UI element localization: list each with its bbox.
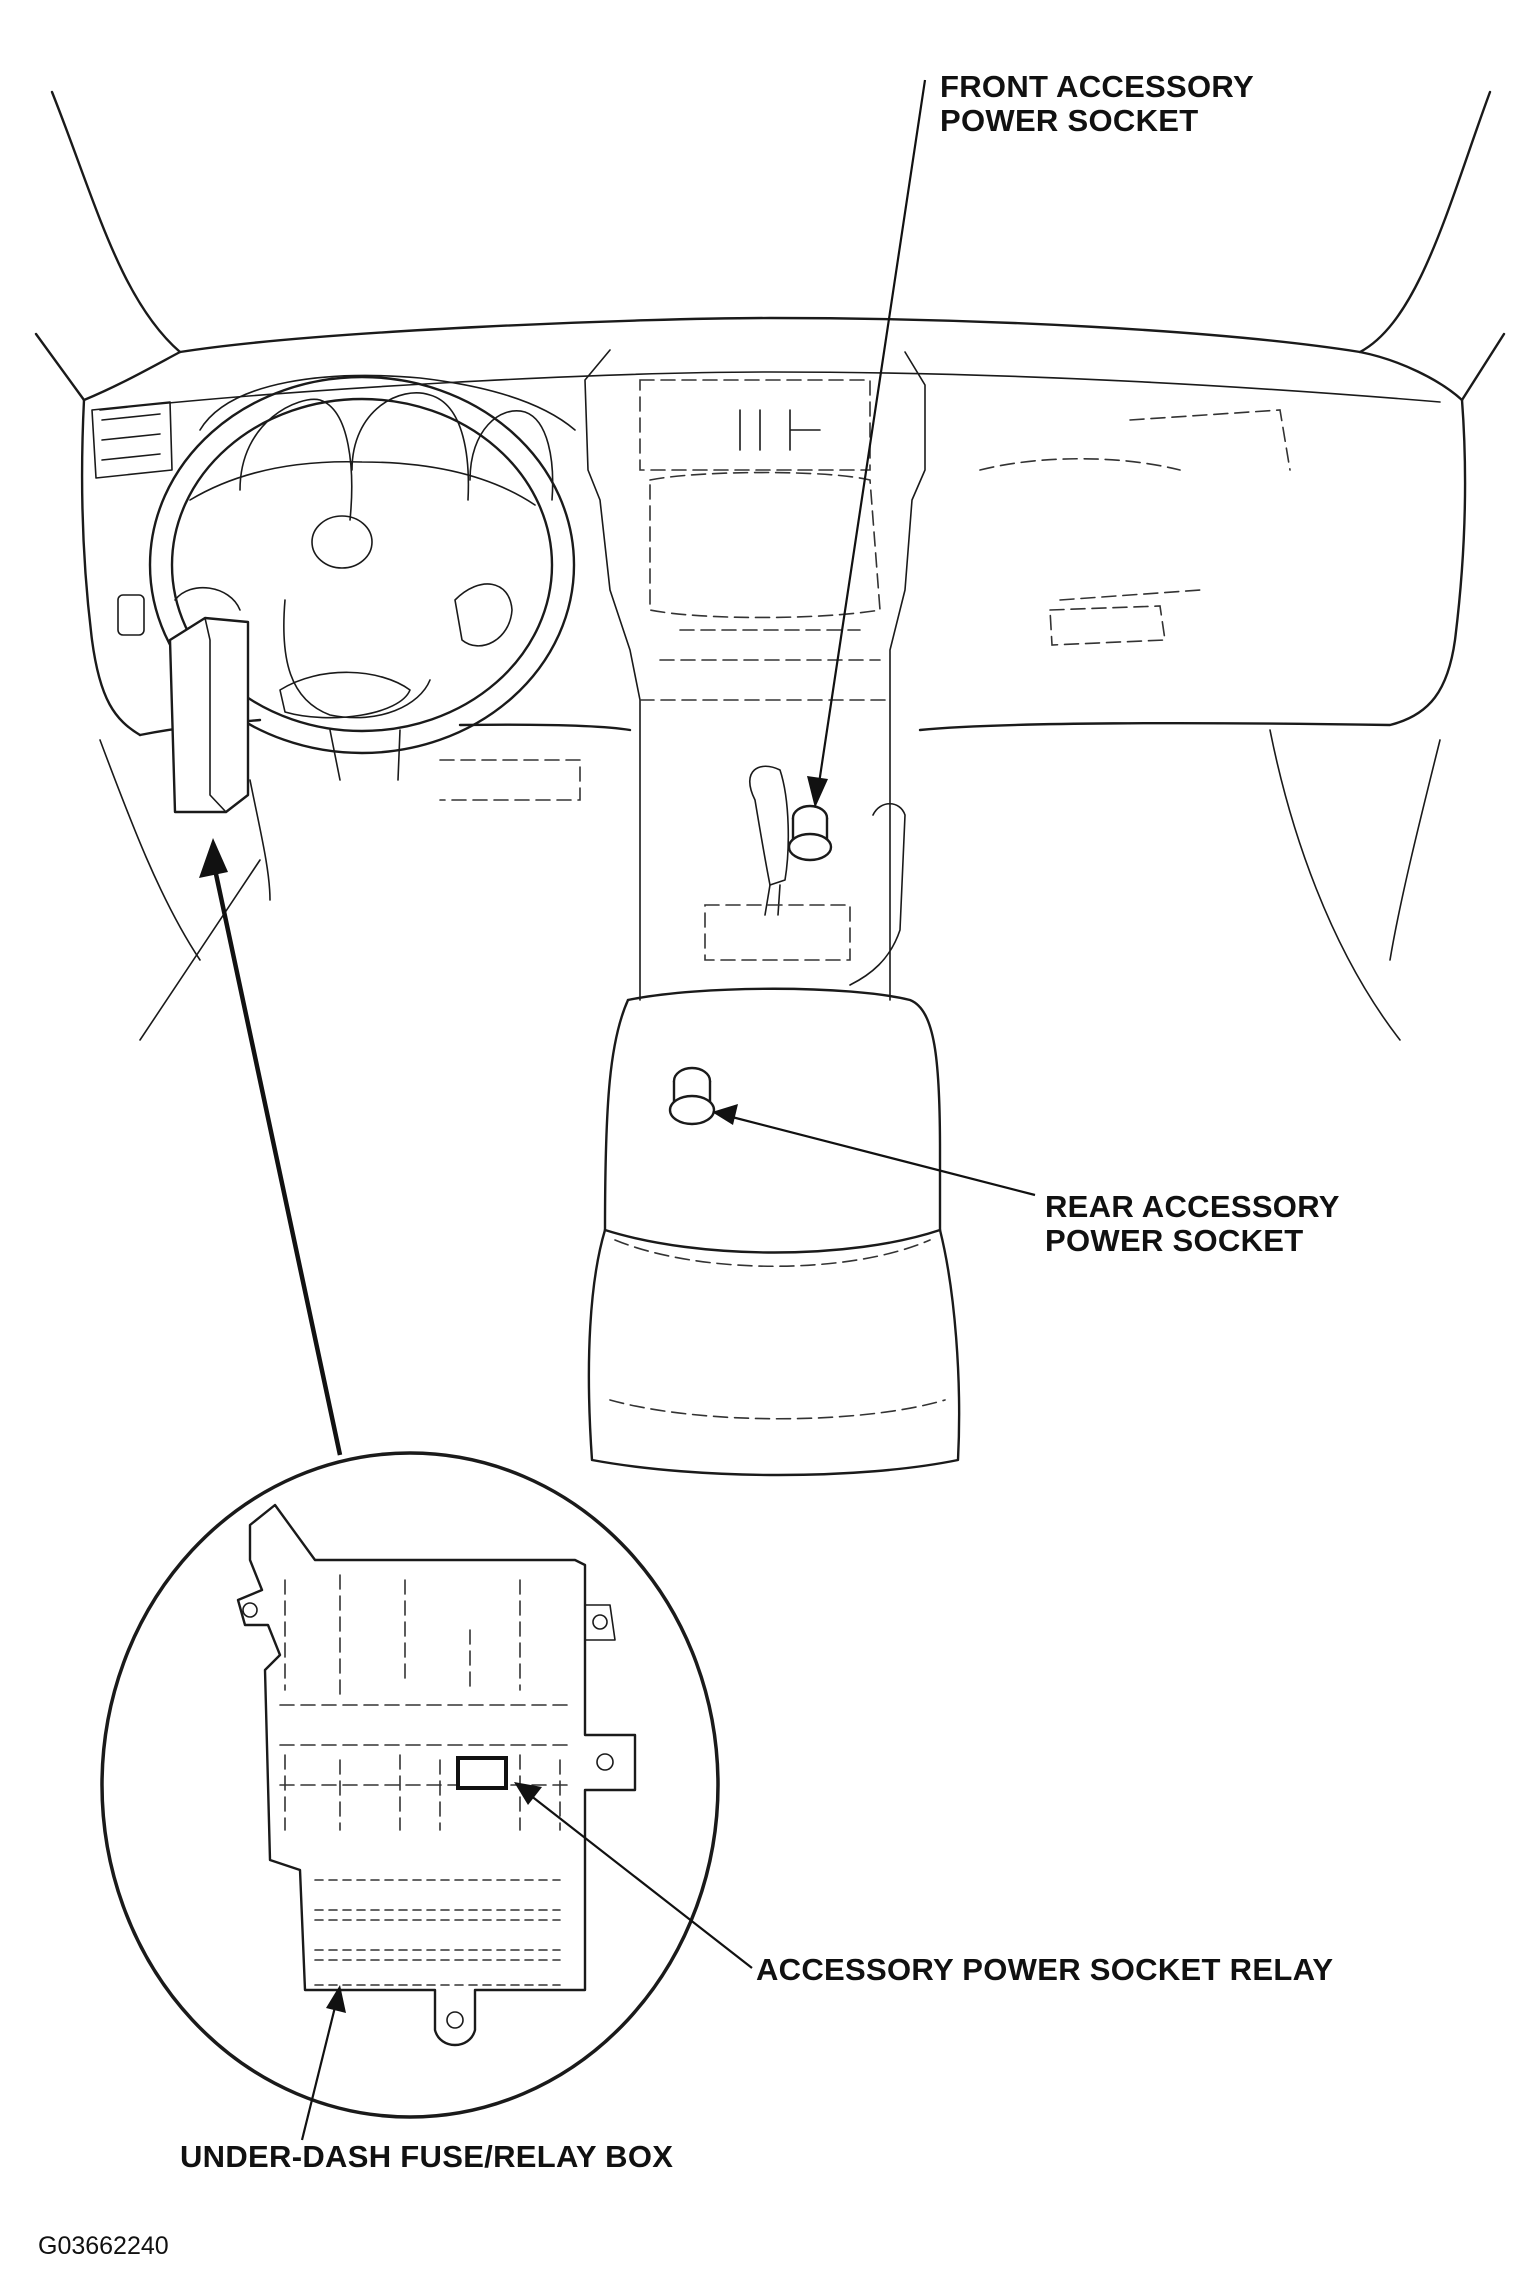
wheel-hub	[283, 599, 431, 719]
fusebox-mount-hole-left	[242, 1602, 258, 1618]
wheel-right-pad	[454, 583, 513, 647]
left-floor-line	[139, 859, 261, 1041]
figure-code: G03662240	[38, 2232, 169, 2260]
wheel-left-pad	[174, 586, 241, 611]
front-socket-leader-arrowhead	[807, 776, 828, 808]
left-a-pillar	[50, 90, 182, 354]
left-knee-line	[249, 779, 271, 901]
front-socket-leader	[816, 79, 927, 791]
center-stack-right	[889, 351, 926, 1001]
fuse-row-2	[314, 1919, 561, 1951]
gauge-right	[469, 410, 554, 501]
relay-label: ACCESSORY POWER SOCKET RELAY	[756, 1952, 1334, 1987]
right-floor-line	[1269, 729, 1401, 1041]
glovebox-line	[1059, 589, 1201, 601]
console-seam-2	[609, 1399, 946, 1420]
steering-wheel-inner	[170, 397, 554, 733]
console-tray	[704, 904, 851, 961]
console-base	[587, 1228, 961, 1477]
magnify-circle	[100, 1451, 720, 2119]
left-vent	[91, 401, 173, 479]
climate-panel	[649, 471, 881, 619]
front-socket-label: FRONT ACCESSORY POWER SOCKET	[940, 70, 1254, 138]
gauge-center	[351, 392, 470, 501]
front-socket-label-line2: POWER SOCKET	[940, 103, 1199, 138]
right-vent-outline	[1129, 409, 1291, 471]
rear-socket-leader	[727, 1114, 1036, 1197]
dash-top	[178, 316, 1464, 402]
parking-brake	[849, 802, 906, 986]
right-door-edge	[1460, 332, 1506, 402]
accessory-relay-highlight	[456, 1756, 508, 1790]
front-socket-rim	[787, 832, 833, 862]
glovebox-handle	[1049, 605, 1166, 646]
dash-right-contour	[979, 457, 1181, 471]
steering-wheel-outer	[148, 375, 576, 755]
right-a-pillar	[1358, 90, 1492, 354]
rear-socket-label-line1: REAR ACCESSORY	[1045, 1189, 1340, 1224]
rear-socket-label-line2: POWER SOCKET	[1045, 1223, 1304, 1258]
radio-unit	[639, 379, 871, 471]
fusebox-relay-lines	[284, 1574, 521, 1701]
front-socket-label-line1: FRONT ACCESSORY	[940, 69, 1254, 104]
left-lower-edge	[99, 739, 201, 961]
console-left	[603, 998, 630, 1232]
fusebox-relay-columns	[284, 1754, 561, 1831]
fusebox-label-leader	[300, 1998, 339, 2141]
wheel-spoke-top	[189, 460, 536, 506]
knee-panel	[439, 759, 581, 801]
fusebox-mount-hole-side	[596, 1753, 614, 1771]
cluster-hood	[199, 374, 576, 431]
shift-lever	[749, 765, 790, 886]
fuse-row-1	[314, 1879, 561, 1911]
center-stack-left	[584, 349, 641, 1001]
fusebox-leader-arrowhead	[199, 838, 228, 878]
relay-leader-arrowhead	[514, 1782, 542, 1805]
fusebox-mount-hole-right	[592, 1614, 608, 1630]
fusebox-mount-hole-bottom	[446, 2011, 464, 2029]
steering-column	[329, 729, 401, 781]
left-switch	[117, 594, 145, 636]
relay-leader	[529, 1794, 753, 1969]
dash-left-corner	[82, 350, 182, 402]
dash-line-1	[99, 371, 1441, 411]
console-seam	[614, 1239, 931, 1267]
right-lower-edge	[1389, 739, 1441, 961]
wheel-lower-spoke	[279, 671, 411, 719]
rear-socket-leader-arrowhead	[712, 1104, 738, 1125]
dash-mid-bottom	[458, 723, 632, 732]
left-door-edge	[34, 332, 86, 402]
rear-socket-rim	[668, 1094, 716, 1126]
wheel-emblem	[311, 515, 373, 569]
gauge-left	[239, 398, 353, 521]
fusebox-tab-right	[584, 1604, 616, 1641]
fuse-row-3	[314, 1959, 561, 1986]
rear-socket-label: REAR ACCESSORY POWER SOCKET	[1045, 1190, 1340, 1258]
center-vent-marks	[739, 409, 821, 451]
fusebox-location-edge	[204, 617, 227, 813]
left-vent-slats	[101, 413, 161, 461]
shift-stem	[764, 884, 781, 916]
dash-left-side	[80, 398, 142, 737]
fusebox-leader	[210, 859, 343, 1456]
console-lid-edge	[603, 1228, 942, 1254]
console-top	[626, 987, 942, 1232]
dash-right-side	[918, 398, 1467, 732]
fusebox-magnified	[236, 1503, 637, 2047]
fusebox-label-arrowhead	[326, 1985, 346, 2013]
fusebox-label: UNDER-DASH FUSE/RELAY BOX	[180, 2139, 674, 2174]
fusebox-location	[168, 616, 250, 814]
